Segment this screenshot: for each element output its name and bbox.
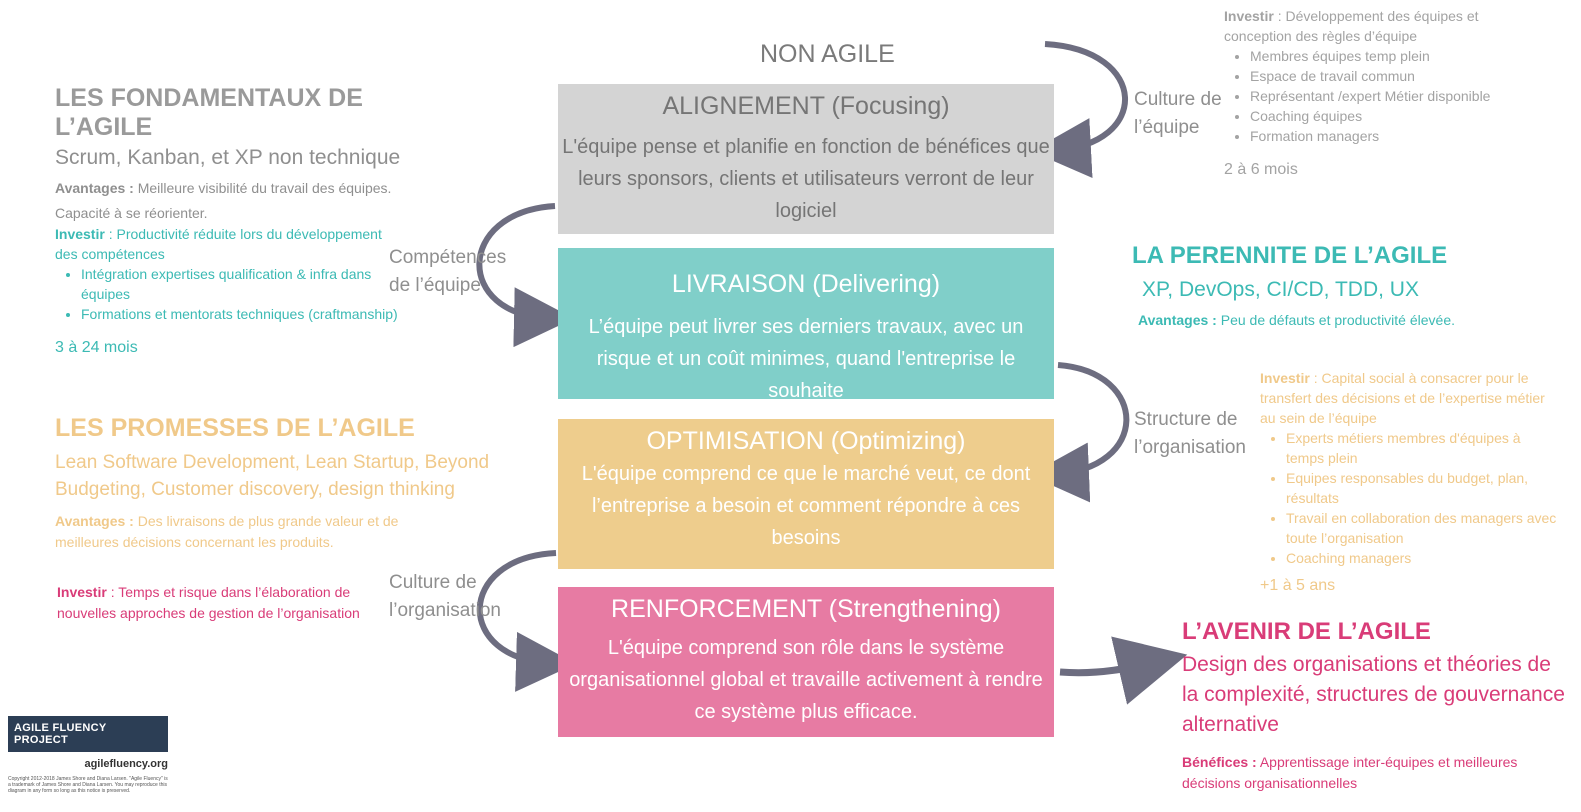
section-subtitle: Lean Software Development, Lean Startup,… <box>55 452 490 500</box>
avenir-section: L’AVENIR DE L’AGILE Design des organisat… <box>1182 618 1567 794</box>
section-subtitle: Scrum, Kanban, et XP non technique <box>55 146 401 169</box>
duration: 2 à 6 mois <box>1224 161 1298 178</box>
list-item: Représentant /expert Métier disponible <box>1250 86 1544 106</box>
list-item: Espace de travail commun <box>1250 66 1544 86</box>
list-item: Experts métiers membres d'équipes à temp… <box>1286 428 1560 468</box>
stage-title: OPTIMISATION (Optimizing) <box>646 427 966 455</box>
perennite-section: LA PERENNITE DE L’AGILE XP, DevOps, CI/C… <box>1132 242 1552 328</box>
invest-list: Membres équipes temp plein Espace de tra… <box>1224 46 1544 146</box>
list-item: Formations et mentorats techniques (craf… <box>81 304 405 324</box>
stage-title: RENFORCEMENT (Strengthening) <box>611 595 1001 623</box>
stage-desc: L'équipe comprend ce que le marché veut,… <box>581 463 1031 549</box>
arrow-culture-org <box>476 550 576 692</box>
section-heading: LA PERENNITE DE L’AGILE <box>1132 242 1448 269</box>
stage-optimisation: OPTIMISATION (Optimizing) L'équipe compr… <box>558 419 1054 569</box>
copyright-text: Copyright 2012-2018 James Shore and Dian… <box>8 776 168 794</box>
section-advantages: Avantages : Peu de défauts et productivi… <box>1138 312 1456 328</box>
list-item: Coaching managers <box>1286 548 1560 568</box>
stage-desc: L’équipe peut livrer ses derniers travau… <box>588 316 1024 402</box>
arrow-competences <box>476 203 574 348</box>
list-item: Coaching équipes <box>1250 106 1544 126</box>
stage-alignement: ALIGNEMENT (Focusing) L'équipe pense et … <box>558 84 1054 234</box>
section-subtitle: Design des organisations et théories de … <box>1182 653 1565 736</box>
fondamentaux-section: LES FONDAMENTAUX DE L’AGILE Scrum, Kanba… <box>55 84 445 226</box>
list-item: Intégration expertises qualification & i… <box>81 264 405 304</box>
list-item: Membres équipes temp plein <box>1250 46 1544 66</box>
arrow-avenir <box>1059 636 1188 705</box>
stage-livraison: LIVRAISON (Delivering) L’équipe peut liv… <box>558 248 1054 402</box>
duration: +1 à 5 ans <box>1260 577 1336 594</box>
stage-title: LIVRAISON (Delivering) <box>671 270 941 298</box>
structure-invest: Investir : Capital social à consacrer po… <box>1260 368 1560 596</box>
logo-url: agilefluency.org <box>84 758 168 770</box>
invest-list: Intégration expertises qualification & i… <box>55 264 405 324</box>
promesses-section: LES PROMESSES DE L’AGILE Lean Software D… <box>55 414 535 553</box>
section-advantages: Avantages : Meilleure visibilité du trav… <box>55 180 392 221</box>
culture-equipe-invest: Investir : Développement des équipes et … <box>1224 6 1544 180</box>
non-agile-label: NON AGILE <box>760 40 895 68</box>
section-benefits: Bénéfices : Apprentissage inter-équipes … <box>1182 754 1518 791</box>
section-subtitle: XP, DevOps, CI/CD, TDD, UX <box>1142 278 1419 301</box>
arrow-culture-equipe <box>1031 41 1128 179</box>
arrow-structure <box>1029 362 1130 503</box>
section-heading: L’AVENIR DE L’AGILE <box>1182 618 1431 645</box>
promesses-invest: Investir : Temps et risque dans l’élabor… <box>57 584 360 621</box>
stage-title: ALIGNEMENT (Focusing) <box>662 92 950 120</box>
list-item: Formation managers <box>1250 126 1544 146</box>
list-item: Equipes responsables du budget, plan, ré… <box>1286 468 1560 508</box>
logo: AGILE FLUENCY PROJECT agilefluency.org C… <box>8 716 168 794</box>
stage-desc: L'équipe pense et planifie en fonction d… <box>562 136 1050 222</box>
section-heading: LES PROMESSES DE L’AGILE <box>55 414 415 442</box>
invest-list: Experts métiers membres d'équipes à temp… <box>1260 428 1560 568</box>
section-advantages: Avantages : Des livraisons de plus grand… <box>55 513 399 550</box>
stage-renforcement: RENFORCEMENT (Strengthening) L'équipe co… <box>558 587 1054 737</box>
fondamentaux-invest: Investir : Productivité réduite lors du … <box>55 224 405 358</box>
stage-desc: L'équipe comprend son rôle dans le systè… <box>569 637 1043 723</box>
list-item: Travail en collaboration des managers av… <box>1286 508 1560 548</box>
duration: 3 à 24 mois <box>55 339 138 356</box>
section-heading: LES FONDAMENTAUX DE L’AGILE <box>55 84 363 141</box>
logo-badge: AGILE FLUENCY PROJECT <box>8 716 168 752</box>
